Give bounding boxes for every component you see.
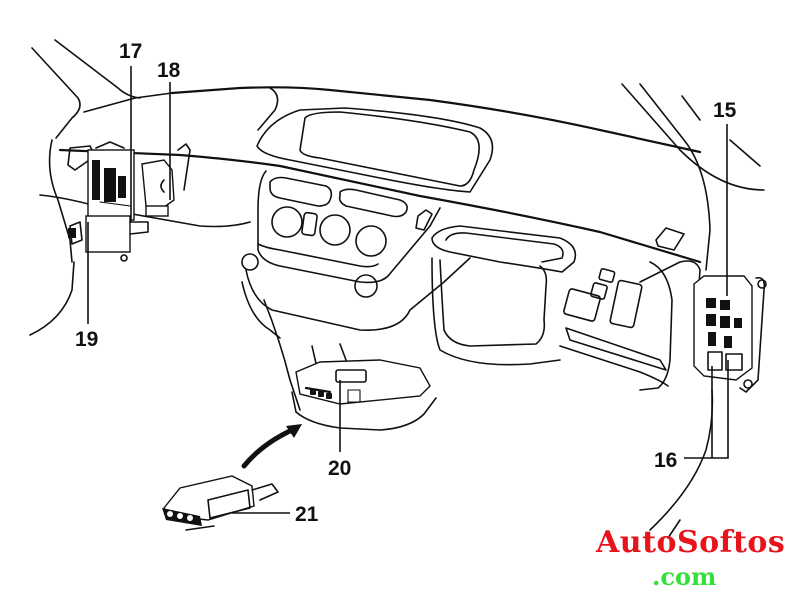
leader-lines (87, 66, 729, 514)
component-17-junction-block (87, 141, 135, 221)
component-18-relay (141, 143, 191, 217)
component-21-module (162, 475, 279, 531)
callout-21: 21 (295, 503, 319, 526)
watermark-domain: .com (652, 562, 717, 591)
callout-17: 17 (119, 40, 142, 63)
right-a-pillar (621, 83, 765, 539)
component-19-module (68, 215, 149, 262)
callout-20: 20 (328, 457, 351, 480)
dashboard-outline (39, 86, 702, 391)
callout-19: 19 (75, 328, 98, 351)
leader-16 (684, 360, 729, 459)
component-15-16-fuse-box (693, 275, 767, 393)
callout-16: 16 (654, 449, 677, 472)
install-arrow (241, 424, 302, 469)
callout-15: 15 (713, 99, 737, 122)
watermark-brand: AutoSoftos (596, 525, 786, 560)
center-console (263, 299, 437, 431)
left-a-pillar (29, 39, 173, 336)
callout-18: 18 (157, 59, 181, 82)
